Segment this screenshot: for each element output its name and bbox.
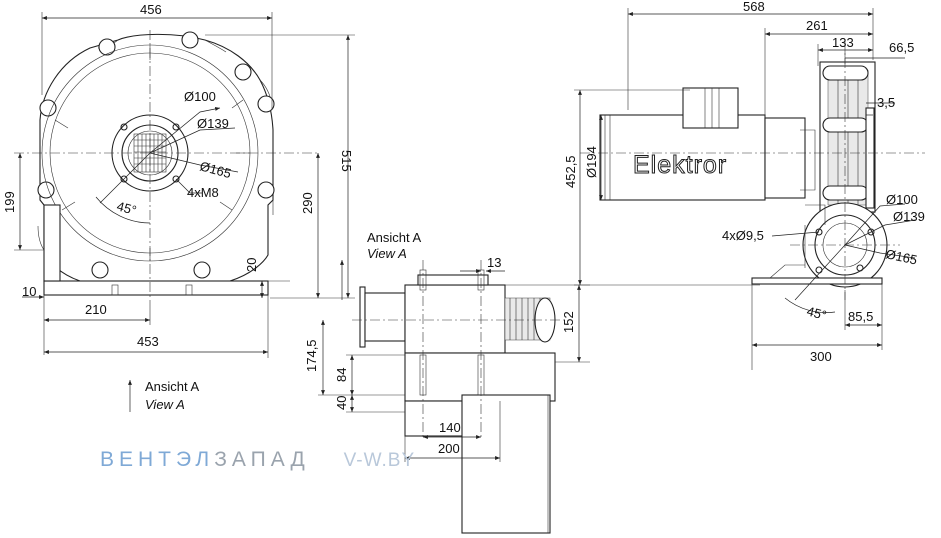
dim-d100-side: Ø100	[886, 192, 918, 207]
motor-brand: Elektror	[633, 151, 727, 179]
dim-568: 568	[743, 0, 765, 14]
dim-453: 453	[137, 334, 159, 349]
front-dimensions	[14, 12, 355, 358]
side-dimensions	[574, 8, 905, 370]
dim-290: 290	[300, 192, 315, 214]
watermark-site: V-W.BY	[343, 450, 416, 471]
dim-199: 199	[2, 191, 17, 213]
dim-13: 13	[487, 255, 501, 270]
side-dim-texts: 568 261 133 66,5 3,5 452,5 Ø194 Ø100 Ø13…	[563, 0, 925, 364]
dim-515: 515	[339, 150, 354, 172]
dim-d139-front: Ø139	[197, 116, 229, 131]
side-view: Elektror	[580, 40, 925, 313]
dim-152: 152	[561, 311, 576, 333]
dim-d139-side: Ø139	[893, 209, 925, 224]
dim-140: 140	[439, 420, 461, 435]
view-a-annotations: Ansicht A View A Ansicht A View A	[128, 230, 422, 412]
dim-3-5: 3,5	[877, 95, 895, 110]
dim-174-5: 174,5	[304, 339, 319, 372]
dim-300: 300	[810, 349, 832, 364]
view-a-dim-texts: 13 152 174,5 84 40 140 200	[304, 255, 576, 456]
dim-45-side: 45°	[805, 303, 828, 323]
dim-40: 40	[334, 396, 349, 410]
motor-body	[599, 114, 766, 201]
dim-133: 133	[832, 35, 854, 50]
watermark: ВЕНТЭЛЗАПАД V-W.BY	[100, 448, 415, 472]
view-a-dimensions	[318, 269, 590, 462]
dim-4x9-5: 4xØ9,5	[722, 228, 764, 243]
dim-4xm8: 4xM8	[187, 185, 219, 200]
dim-20: 20	[244, 258, 259, 272]
dim-45-front: 45°	[115, 198, 138, 218]
dim-d194: Ø194	[584, 146, 599, 178]
dim-66-5: 66,5	[889, 40, 914, 55]
dim-261: 261	[806, 18, 828, 33]
dim-84: 84	[334, 368, 349, 382]
dim-210: 210	[85, 302, 107, 317]
dim-85-5: 85,5	[848, 309, 873, 324]
dim-10: 10	[22, 284, 36, 299]
watermark-part1: ВЕНТЭЛ	[100, 448, 215, 471]
dim-200: 200	[438, 441, 460, 456]
front-view	[14, 30, 320, 305]
dim-d100-front: Ø100	[184, 89, 216, 104]
dim-d165-side: Ø165	[884, 246, 918, 267]
dim-456: 456	[140, 2, 162, 17]
view-a	[352, 260, 565, 534]
terminal-box	[682, 87, 739, 129]
dim-452-5: 452,5	[563, 155, 578, 188]
view-label-2: View A	[145, 397, 185, 412]
ansicht-label: Ansicht A	[367, 230, 422, 245]
view-label: View A	[367, 246, 407, 261]
ansicht-label-2: Ansicht A	[145, 379, 200, 394]
watermark-part2: ЗАПАД	[214, 448, 310, 471]
